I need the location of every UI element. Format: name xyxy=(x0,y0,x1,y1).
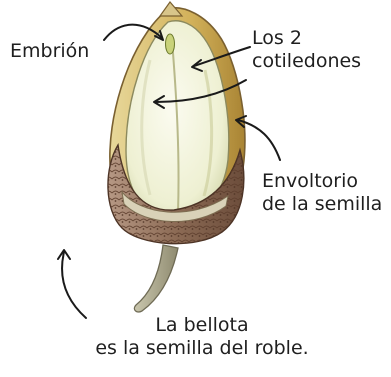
caption-line-2: es la semilla del roble. xyxy=(32,337,372,360)
label-seed-coat-line-1: Envoltorio xyxy=(262,170,382,193)
embryo xyxy=(166,34,175,54)
label-embryo: Embrión xyxy=(10,40,89,63)
label-cotyledons: Los 2 cotiledones xyxy=(252,27,361,73)
caption: La bellota es la semilla del roble. xyxy=(32,314,372,360)
label-seed-coat-line-2: de la semilla xyxy=(262,193,382,216)
label-cotyledons-line-2: cotiledones xyxy=(252,50,361,73)
label-cotyledons-line-1: Los 2 xyxy=(252,27,361,50)
acorn-stem xyxy=(134,245,178,312)
caption-line-1: La bellota xyxy=(32,314,372,337)
label-seed-coat: Envoltorio de la semilla xyxy=(262,170,382,216)
arrow-caption xyxy=(62,252,86,318)
